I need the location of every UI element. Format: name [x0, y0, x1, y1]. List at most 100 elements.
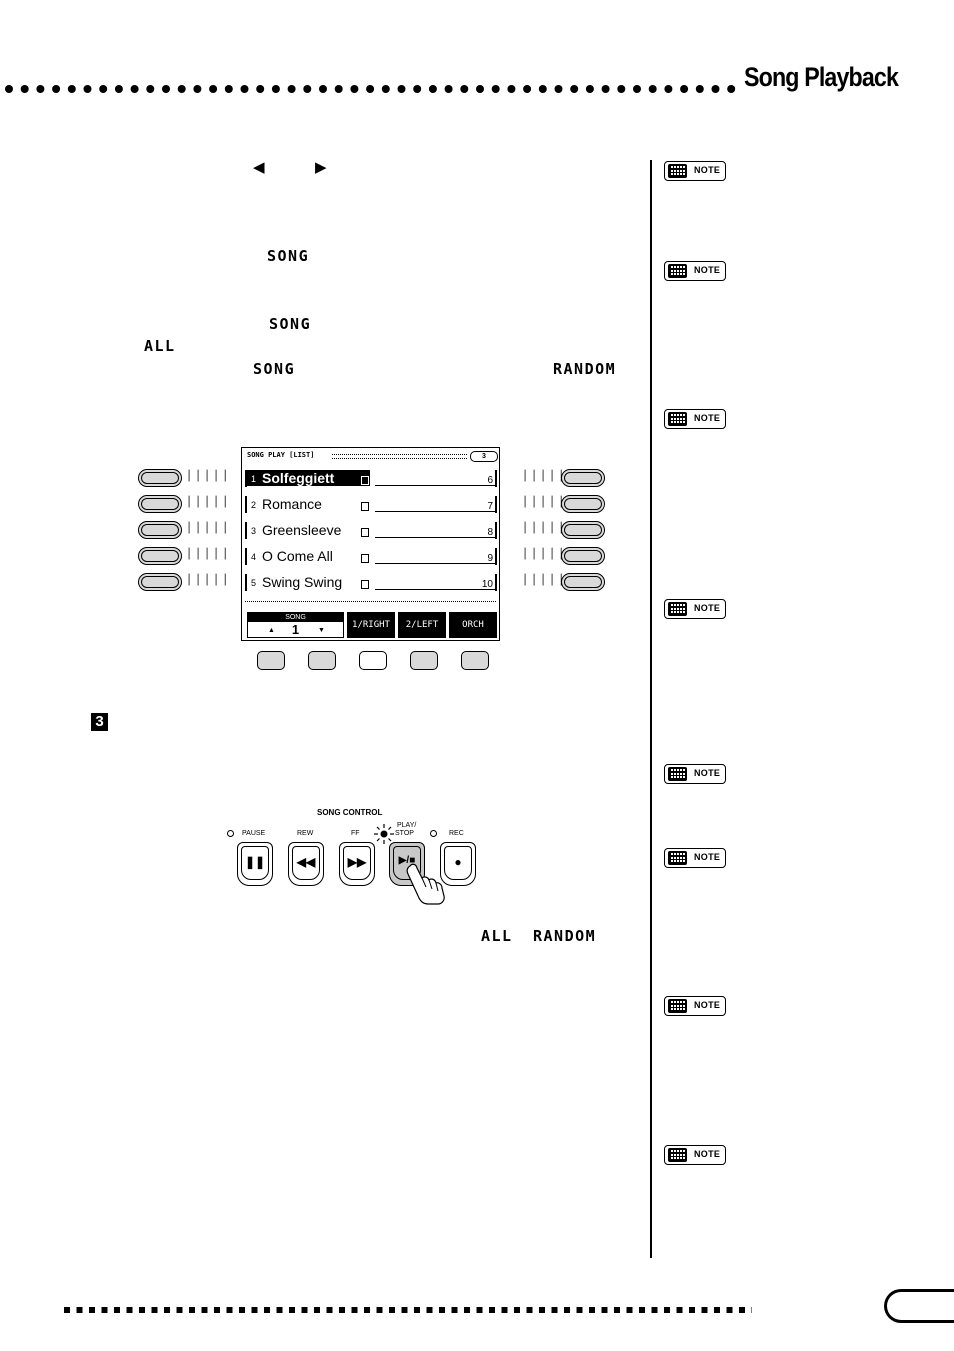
- song-label: SONG: [267, 247, 310, 265]
- button-indicator-ticks: │││││: [186, 575, 232, 586]
- display-bottom-button-2[interactable]: [308, 651, 336, 670]
- song-number: 5: [251, 578, 257, 588]
- down-arrow-icon[interactable]: ▼: [318, 627, 325, 634]
- left-arrow-icon: ◀: [253, 159, 265, 176]
- button-indicator-ticks: │││││: [522, 523, 568, 534]
- song-name[interactable]: Greensleeve: [262, 522, 342, 538]
- note-icon: NOTE: [664, 1145, 726, 1165]
- display-left-button-2[interactable]: [138, 495, 182, 513]
- row-marker: [495, 522, 497, 539]
- display-left-button-3[interactable]: [138, 521, 182, 539]
- button-indicator-ticks: │││││: [186, 497, 232, 508]
- empty-slot-line: [375, 537, 495, 538]
- display-bottom-button-3[interactable]: [359, 651, 387, 670]
- random-label: RANDOM: [553, 360, 617, 378]
- button-indicator-ticks: │││││: [186, 471, 232, 482]
- button-indicator-ticks: │││││: [522, 575, 568, 586]
- empty-slot-line: [375, 511, 495, 512]
- display-title: SONG PLAY [LIST]: [247, 451, 315, 459]
- disk-icon: [361, 502, 369, 511]
- record-icon: ●: [454, 855, 462, 869]
- slot-number: 8: [487, 527, 493, 538]
- step-number-badge: 3: [91, 713, 108, 731]
- song-number: 1: [251, 474, 257, 484]
- row-marker: [495, 574, 497, 591]
- page-title: Song Playback: [744, 62, 899, 92]
- play-stop-label-line2: STOP: [395, 830, 414, 837]
- tab-2-left[interactable]: 2/LEFT: [398, 612, 446, 638]
- rec-label: REC: [449, 830, 464, 837]
- display-right-button-2[interactable]: [561, 495, 605, 513]
- song-number-value: 1: [291, 622, 300, 637]
- rewind-button[interactable]: ◀◀: [288, 842, 324, 886]
- button-indicator-ticks: │││││: [522, 471, 568, 482]
- display-bottom-button-5[interactable]: [461, 651, 489, 670]
- play-stop-button[interactable]: ▶/■: [389, 842, 425, 886]
- tab-divider: [245, 601, 496, 602]
- note-icon: NOTE: [664, 161, 726, 181]
- button-indicator-ticks: │││││: [186, 549, 232, 560]
- display-bottom-button-4[interactable]: [410, 651, 438, 670]
- row-marker: [245, 522, 247, 539]
- pause-icon: ❚❚: [244, 855, 266, 869]
- page-number-tab: [884, 1289, 954, 1323]
- row-marker: [245, 470, 247, 487]
- slot-number: 6: [487, 475, 493, 486]
- header-dotted-rule: [5, 85, 736, 93]
- note-icon: NOTE: [664, 996, 726, 1016]
- song-name[interactable]: O Come All: [262, 548, 333, 564]
- disk-icon: [361, 580, 369, 589]
- display-right-button-3[interactable]: [561, 521, 605, 539]
- row-marker: [245, 574, 247, 591]
- pointing-hand-icon: [406, 863, 445, 905]
- all-label: ALL: [481, 927, 513, 945]
- slot-number: 9: [487, 553, 493, 564]
- song-control-title: SONG CONTROL: [317, 808, 383, 817]
- display-right-button-5[interactable]: [561, 573, 605, 591]
- page-indicator: 3: [470, 451, 498, 462]
- row-marker: [495, 548, 497, 565]
- song-name[interactable]: Solfeggiett: [262, 470, 335, 486]
- fast-forward-icon: ▶▶: [347, 855, 367, 869]
- display-left-button-5[interactable]: [138, 573, 182, 591]
- button-indicator-ticks: │││││: [522, 497, 568, 508]
- slot-number: 7: [487, 501, 493, 512]
- song-number: 3: [251, 526, 257, 536]
- all-label: ALL: [144, 337, 176, 355]
- song-label: SONG: [253, 360, 296, 378]
- up-arrow-icon[interactable]: ▲: [268, 627, 275, 634]
- record-button[interactable]: ●: [440, 842, 476, 886]
- tab-1-right[interactable]: 1/RIGHT: [347, 612, 395, 638]
- tab-orch[interactable]: ORCH: [449, 612, 497, 638]
- pause-button[interactable]: ❚❚: [237, 842, 273, 886]
- button-indicator-ticks: │││││: [186, 523, 232, 534]
- ff-label: FF: [351, 830, 360, 837]
- display-right-button-4[interactable]: [561, 547, 605, 565]
- song-number: 4: [251, 552, 257, 562]
- song-name[interactable]: Swing Swing: [262, 574, 343, 590]
- margin-divider: [650, 160, 652, 1258]
- song-selector-tab[interactable]: SONG ▲ 1 ▼: [247, 612, 344, 638]
- pause-indicator-led: [227, 830, 234, 837]
- empty-slot-line: [375, 563, 495, 564]
- display-right-button-1[interactable]: [561, 469, 605, 487]
- row-marker: [245, 548, 247, 565]
- fast-forward-button[interactable]: ▶▶: [339, 842, 375, 886]
- song-label: SONG: [269, 315, 312, 333]
- title-bar-fill: [332, 454, 467, 459]
- row-marker: [245, 496, 247, 513]
- note-icon: NOTE: [664, 261, 726, 281]
- play-stop-icon: ▶/■: [398, 855, 416, 866]
- empty-slot-line: [375, 589, 495, 590]
- song-row-highlight: [245, 470, 370, 486]
- display-left-button-1[interactable]: [138, 469, 182, 487]
- flashing-indicator-icon: [374, 824, 394, 844]
- rewind-icon: ◀◀: [296, 855, 316, 869]
- display-bottom-button-1[interactable]: [257, 651, 285, 670]
- note-icon: NOTE: [664, 764, 726, 784]
- rec-indicator-led: [430, 830, 437, 837]
- note-icon: NOTE: [664, 848, 726, 868]
- song-name[interactable]: Romance: [262, 496, 322, 512]
- lcd-display: SONG PLAY [LIST] 3 1 Solfeggiett 2 Roman…: [241, 447, 500, 641]
- display-left-button-4[interactable]: [138, 547, 182, 565]
